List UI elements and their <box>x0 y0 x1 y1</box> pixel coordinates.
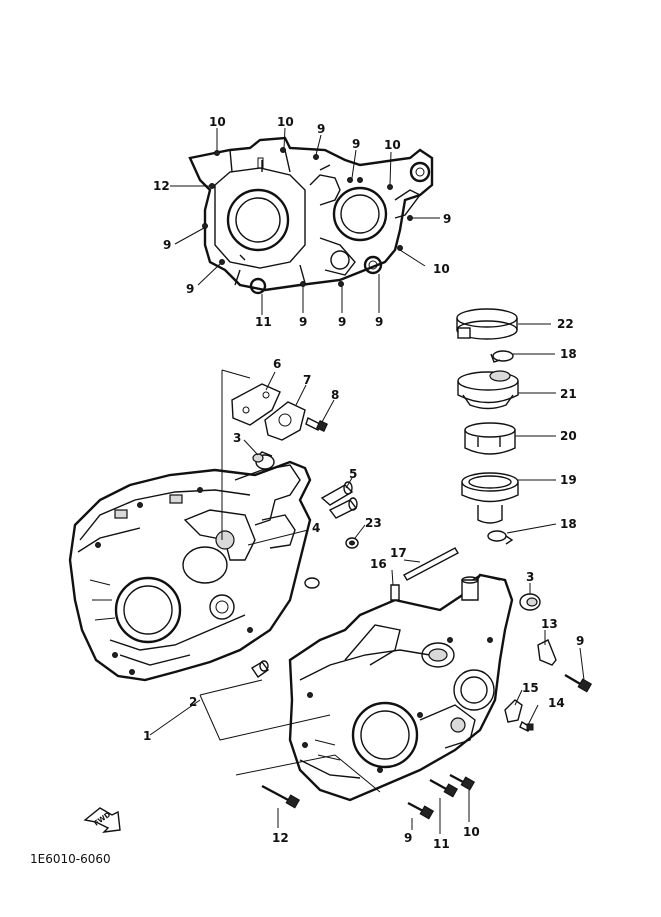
fwd-arrow-icon <box>83 807 121 833</box>
left-crankcase <box>68 460 320 682</box>
callout-top-9e: 9 <box>186 282 194 296</box>
callout-part-3b: 3 <box>526 570 534 584</box>
callout-part-13: 13 <box>541 617 558 631</box>
callout-part-9a: 9 <box>576 634 584 648</box>
callout-top-9h: 9 <box>375 315 383 329</box>
callout-top-9a: 9 <box>317 122 325 136</box>
callout-part-16: 16 <box>370 557 387 571</box>
callout-top-10b: 10 <box>277 115 294 129</box>
callout-part-18b: 18 <box>560 517 577 531</box>
top-leader-lines <box>170 127 440 315</box>
callout-part-2: 2 <box>189 695 197 709</box>
callout-top-10d: 10 <box>433 262 450 276</box>
callout-part-4: 4 <box>312 521 320 535</box>
callout-top-9b: 9 <box>352 137 360 151</box>
callout-part-6: 6 <box>273 357 281 371</box>
callout-top-12: 12 <box>153 179 170 193</box>
callout-part-21: 21 <box>560 387 577 401</box>
callout-part-1: 1 <box>143 729 151 743</box>
small-parts-left <box>231 383 359 549</box>
callout-part-9b: 9 <box>404 831 412 845</box>
callout-part-23: 23 <box>365 516 382 530</box>
diagram-code: 1E6010-6060 <box>30 852 111 866</box>
callout-part-8: 8 <box>331 388 339 402</box>
callout-part-18a: 18 <box>560 347 577 361</box>
callout-part-12: 12 <box>272 831 289 845</box>
callout-part-3a: 3 <box>233 431 241 445</box>
callout-part-22: 22 <box>557 317 574 331</box>
callout-top-11: 11 <box>255 315 272 329</box>
stack-leader-lines <box>506 323 557 534</box>
crankcase-top-view <box>188 136 434 295</box>
callout-top-9c: 9 <box>163 238 171 252</box>
callout-top-9d: 9 <box>443 212 451 226</box>
callout-part-11: 11 <box>433 837 450 851</box>
right-leader-lines <box>235 559 585 834</box>
callout-top-9f: 9 <box>299 315 307 329</box>
callout-part-10: 10 <box>463 825 480 839</box>
left-leader-lines <box>149 369 366 741</box>
callout-top-10c: 10 <box>384 138 401 152</box>
callout-part-15: 15 <box>522 681 539 695</box>
callout-labels: 10 10 9 9 10 12 9 9 9 10 11 9 9 9 22 18 … <box>143 115 584 851</box>
callout-part-19: 19 <box>560 473 577 487</box>
callout-part-14: 14 <box>548 696 565 710</box>
callout-part-20: 20 <box>560 429 577 443</box>
bolts-lower <box>261 673 593 820</box>
callout-top-10a: 10 <box>209 115 226 129</box>
bearing-stack <box>456 308 519 545</box>
callout-part-7: 7 <box>303 373 311 387</box>
callout-top-9g: 9 <box>338 315 346 329</box>
right-crankcase <box>251 547 557 802</box>
callout-part-5: 5 <box>349 467 357 481</box>
callout-part-17: 17 <box>390 546 407 560</box>
